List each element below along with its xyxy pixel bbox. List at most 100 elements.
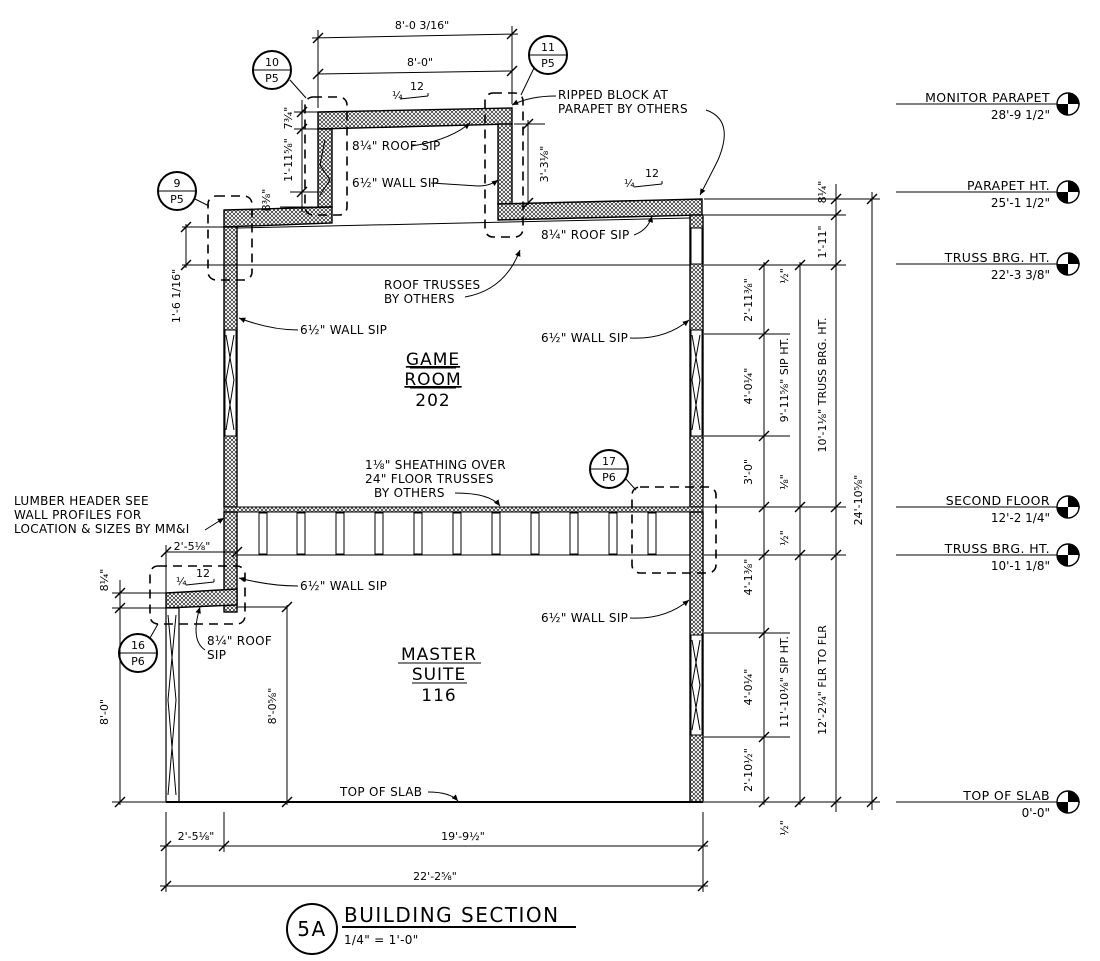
dim-8-0: 8'-0" [98,699,111,725]
slope-indicator-low: ¼ 12 [176,567,215,588]
room-number: 202 [415,391,450,411]
dim-3-0: 3'-0" [742,459,755,485]
dim-low-roof-width: 2'-5⅛" [174,540,211,553]
section-id-circle [286,903,338,955]
detail-tag-sheet: P5 [541,57,555,70]
level-marker-top-of-slab[interactable]: TOP OF SLAB 0'-0" [896,788,1080,820]
dim-bottom-main: 19'-9½" [441,830,485,843]
roof-truss-top-chord [236,217,691,229]
svg-text:¼: ¼ [624,177,635,190]
level-marker-truss-brg-lower[interactable]: TRUSS BRG. HT. 10'-1 1/8" [896,541,1080,573]
detail-tag-9[interactable]: 9 P5 [157,171,210,211]
detail-tag-16[interactable]: 16 P6 [118,623,159,673]
detail-tag-sheet: P6 [602,471,616,484]
dim-8-1-4-parapet: 8¼" [816,181,829,204]
note-wall-sip-left-lower: 6½" WALL SIP [300,579,387,593]
level-marker-monitor-parapet[interactable]: MONITOR PARAPET 28'-9 1/2" [896,90,1080,122]
floor-sheathing [223,506,704,513]
monitor-left-wall-break [319,139,331,196]
drawing-title: BUILDING SECTION [344,903,560,927]
dim-overall-height: 24'-10⅝" [852,475,865,526]
note-wall-sip-monitor: 6½" WALL SIP [352,176,439,190]
dim-8-1-4-low: 8¼" [98,569,111,592]
level-elevation: 28'-9 1/2" [991,108,1050,122]
detail-tag-number: 16 [131,639,145,652]
svg-text:12: 12 [196,567,210,580]
note-wall-sip-right-upper: 6½" WALL SIP [541,331,628,345]
room-master-suite: MASTER SUITE 116 [398,645,481,706]
room-name-line1: MASTER [401,645,477,665]
dim-7-3-4: 7¾" [282,107,295,130]
level-name: PARAPET HT. [967,178,1050,193]
detail-tag-11[interactable]: 11 P5 [520,35,568,96]
dim-1-2-c: ½" [778,820,791,836]
level-name: SECOND FLOOR [946,493,1050,508]
section-id: 5A [297,917,326,941]
detail-callout-boxes [149,92,717,625]
level-elevation: 12'-2 1/4" [991,511,1050,525]
dim-sip-ht-upper: 9'-11⅝" SIP HT. [778,338,791,423]
level-elevation: 10'-1 1/8" [991,559,1050,573]
dim-4-1-3-8: 4'-1⅜" [742,559,755,596]
note-sheathing-3: BY OTHERS [374,486,445,500]
svg-text:12: 12 [410,80,424,93]
dim-8-3-8: 8⅜" [260,189,273,212]
room-name-line1: GAME [406,350,460,370]
lower-left-wall-sip [223,511,238,613]
note-sheathing-2: 24" FLOOR TRUSSES [365,472,494,486]
level-name: TRUSS BRG. HT. [944,250,1050,265]
dim-flr-to-flr: 12'-2¼" FLR TO FLR [816,625,829,735]
dim-bottom-left: 2'-5⅛" [178,830,215,843]
note-roof-trusses-1: ROOF TRUSSES [384,278,480,292]
dim-3-3-1-8: 3'-3⅛" [538,146,551,183]
dim-2-11-3-8: 2'-11⅜" [742,278,755,322]
note-lumber-3: LOCATION & SIZES BY MM&I [14,522,190,536]
level-marker-parapet-ht[interactable]: PARAPET HT. 25'-1 1/2" [896,178,1080,210]
dim-1-11-5-8: 1'-11⅝" [282,138,295,182]
level-name: TRUSS BRG. HT. [944,541,1050,556]
note-roof-trusses-2: BY OTHERS [384,292,455,306]
note-ripped-block-1: RIPPED BLOCK AT [558,88,668,102]
detail-tag-number: 9 [174,177,181,190]
dim-2-10-1-2: 2'-10½" [742,748,755,792]
floor-trusses [258,512,657,555]
slope-indicator-monitor: ¼ 12 [392,80,429,102]
note-wall-sip-left-upper: 6½" WALL SIP [300,323,387,337]
note-roof-sip-main: 8¼" ROOF SIP [541,228,630,242]
dim-1-2-b: ½" [778,530,791,546]
upper-left-window [224,329,237,437]
level-elevation: 0'-0" [1022,806,1050,820]
level-marker-truss-brg-upper[interactable]: TRUSS BRG. HT. 22'-3 3/8" [896,250,1080,282]
level-elevation: 25'-1 1/2" [991,196,1050,210]
room-name-line2: ROOM [404,370,461,390]
left-roof-sip [223,206,333,228]
detail-tag-17[interactable]: 17 P6 [589,449,637,491]
dim-sip-ht-lower: 11'-10⅛" SIP HT. [778,636,791,728]
dim-4-0-1-4-lower: 4'-0¼" [742,669,755,706]
lower-right-window [690,634,703,736]
note-top-of-slab: TOP OF SLAB [339,785,422,799]
svg-text:¼: ¼ [392,89,403,102]
level-marker-second-floor[interactable]: SECOND FLOOR 12'-2 1/4" [896,493,1080,525]
room-name-line2: SUITE [412,665,466,685]
note-ripped-block-2: PARAPET BY OTHERS [558,102,688,116]
svg-text:¼: ¼ [176,575,187,588]
detail-tag-10[interactable]: 10 P5 [252,50,307,99]
detail-tag-number: 17 [602,455,616,468]
room-game-room: GAME ROOM 202 [404,350,461,411]
dim-4-0-1-4-upper: 4'-0¼" [742,368,755,405]
dim-bottom-overall: 22'-2⅝" [413,870,457,883]
dimensions: 8'-0 3/16" 8'-0" 7¾" 1'-11⅝" 8⅜" 3'-3⅛" … [98,19,880,892]
detail-tag-sheet: P5 [170,193,184,206]
note-roof-sip-low-2: SIP [207,648,226,662]
detail-tag-number: 11 [541,41,555,54]
building-structure [165,107,704,803]
note-lumber-2: WALL PROFILES FOR [14,508,142,522]
dim-1-6-1-16: 1'-6 1/16" [170,269,183,323]
drawing-title-block: 5A BUILDING SECTION 1/4" = 1'-0" [286,903,576,955]
detail-tag-sheet: P6 [131,655,145,668]
dim-1-11: 1'-11" [816,225,829,258]
slope-indicator-main: ¼ 12 [624,167,663,190]
monitor-right-wall [497,123,513,205]
